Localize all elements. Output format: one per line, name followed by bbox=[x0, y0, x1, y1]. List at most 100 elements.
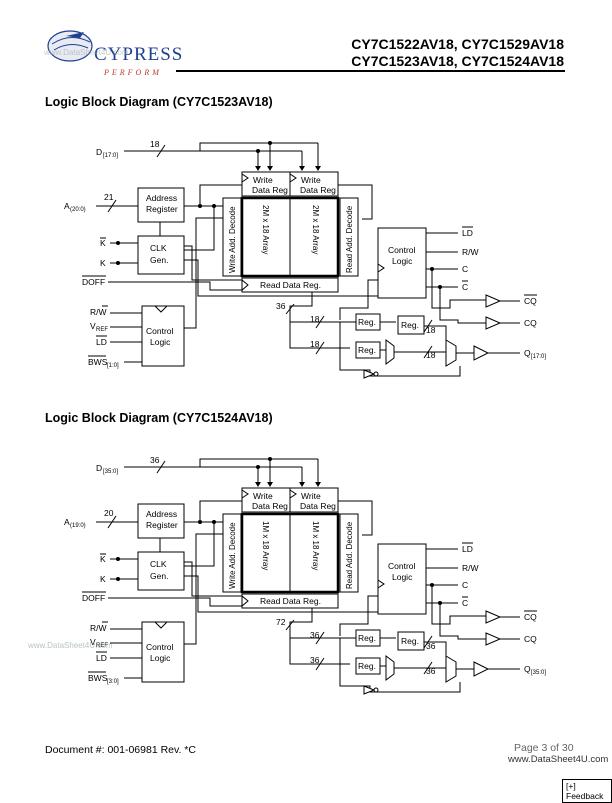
control-logic-right-label-1: Control bbox=[388, 561, 416, 571]
write-add-decode-label: Write Add. Decode bbox=[228, 522, 237, 589]
clk-gen bbox=[137, 235, 185, 275]
reg-b-label: Reg. bbox=[358, 661, 376, 671]
inverter bbox=[363, 685, 376, 695]
address-register-label-1: Address bbox=[146, 509, 177, 519]
arrow bbox=[267, 482, 273, 487]
out-c-bar-label: C bbox=[462, 282, 468, 292]
control-logic-left-label-1: Control bbox=[146, 326, 174, 336]
reg-c bbox=[397, 631, 425, 651]
reg-c-label: Reg. bbox=[401, 320, 419, 330]
bus-width-b: 18 bbox=[310, 339, 320, 349]
d-bus-route bbox=[199, 458, 318, 467]
arrow bbox=[255, 166, 261, 171]
ctrl-out bbox=[184, 533, 242, 645]
bus-width-a: 36 bbox=[310, 630, 320, 640]
cypress-logo-mark bbox=[47, 30, 93, 62]
cq-bar-label: CQ bbox=[524, 296, 537, 306]
ctrl-right-out bbox=[339, 595, 378, 636]
q-sub: [35:0] bbox=[531, 670, 546, 676]
junction bbox=[116, 261, 120, 265]
out-rw-label: R/W bbox=[462, 563, 479, 573]
address-register bbox=[137, 187, 185, 223]
junction bbox=[256, 465, 260, 469]
reg-b-label: Reg. bbox=[358, 345, 376, 355]
a-bus-slash bbox=[107, 199, 117, 213]
rw-label: R/W bbox=[90, 307, 107, 317]
read-bus bbox=[289, 608, 350, 665]
page-number: Page 3 of 30 bbox=[514, 742, 574, 754]
array-right-label: 2M x 18 Array bbox=[311, 205, 320, 254]
bus-slash-b bbox=[315, 341, 325, 355]
read-bus-width: 72 bbox=[276, 617, 286, 627]
address-register bbox=[137, 503, 185, 539]
control-logic-right bbox=[377, 227, 427, 299]
read-data-reg-label: Read Data Reg. bbox=[260, 280, 321, 290]
read-add-decode-label: Read Add. Decode bbox=[345, 521, 354, 589]
inverter-bubble bbox=[373, 371, 379, 377]
diagram-1-title: Logic Block Diagram (CY7C1523AV18) bbox=[45, 95, 273, 109]
control-logic-left bbox=[141, 305, 185, 367]
array-right-label: 1M x 18 Array bbox=[311, 521, 320, 570]
inverter bbox=[363, 369, 376, 379]
junction bbox=[116, 557, 120, 561]
address-register-label-1: Address bbox=[146, 193, 177, 203]
q-buffer bbox=[473, 661, 490, 677]
control-logic-left-label-2: Logic bbox=[150, 337, 171, 347]
ctrl-right-out bbox=[339, 279, 378, 320]
clock-triangle bbox=[241, 173, 249, 183]
watermark-logo: www.DataSheet4U.com bbox=[44, 48, 129, 57]
brand-name: CYPRESS bbox=[94, 44, 184, 65]
bus-width-d: 18 bbox=[426, 350, 436, 360]
control-logic-right-label-2: Logic bbox=[392, 572, 413, 582]
clock-triangle bbox=[153, 621, 169, 629]
d-bus-sub: [35:0] bbox=[103, 469, 118, 475]
bws-label: BWS bbox=[88, 357, 108, 367]
vref-sub: REF bbox=[96, 327, 108, 333]
d-bus-width: 18 bbox=[150, 139, 160, 149]
out-c-label: C bbox=[462, 264, 468, 274]
bus-width-b: 36 bbox=[310, 655, 320, 665]
cq-label: CQ bbox=[524, 318, 537, 328]
reg-a-label: Reg. bbox=[358, 317, 376, 327]
out-rw-label: R/W bbox=[462, 247, 479, 257]
bus-slash-b bbox=[315, 657, 325, 671]
clock-triangle bbox=[377, 579, 385, 589]
a-bus-label: A bbox=[64, 517, 70, 527]
write-data-reg-right-1: Write bbox=[301, 175, 321, 185]
read-bus bbox=[289, 292, 350, 349]
clk-out-1 bbox=[184, 245, 242, 281]
bus-slash-d bbox=[423, 661, 433, 675]
write-data-reg-right-2: Data Reg bbox=[300, 185, 336, 195]
control-logic-right-label-1: Control bbox=[388, 245, 416, 255]
k-bar-label: K bbox=[100, 554, 106, 564]
doff-label: DOFF bbox=[82, 277, 105, 287]
q-sub: [17:0] bbox=[531, 354, 546, 360]
feedback-button[interactable]: [+] Feedback bbox=[562, 779, 612, 803]
write-data-reg-right-1: Write bbox=[301, 491, 321, 501]
mux bbox=[385, 655, 395, 681]
out-c-label: C bbox=[462, 580, 468, 590]
q-buffer bbox=[473, 345, 490, 361]
d-bus-width: 36 bbox=[150, 455, 160, 465]
write-data-reg-left-1: Write bbox=[253, 491, 273, 501]
control-logic-left-label-1: Control bbox=[146, 642, 174, 652]
out-mux bbox=[445, 655, 457, 683]
clock-triangle bbox=[241, 594, 249, 608]
clk-out-2 bbox=[184, 259, 390, 297]
a-bus-width: 21 bbox=[104, 192, 114, 202]
array-left-label: 1M x 18 Array bbox=[261, 521, 270, 570]
a-bus-label: A bbox=[64, 201, 70, 211]
clock-triangle bbox=[377, 263, 385, 273]
doff-label: DOFF bbox=[82, 593, 105, 603]
title-line-2: CY7C1523AV18, CY7C1524AV18 bbox=[351, 53, 564, 69]
reg-c-label: Reg. bbox=[401, 636, 419, 646]
read-add-decode bbox=[339, 197, 359, 277]
diagram-1-svg: D [17:0] 18 A (20:0) 21 Address Register… bbox=[64, 139, 546, 379]
bus-width-d: 36 bbox=[426, 666, 436, 676]
cq-buffer bbox=[485, 632, 502, 646]
a-bus-sub: (20:0) bbox=[70, 207, 86, 213]
clock-triangle bbox=[241, 489, 249, 499]
inverter-bubble bbox=[373, 687, 379, 693]
k-label: K bbox=[100, 258, 106, 268]
brand-tagline: PERFORM bbox=[104, 68, 162, 77]
